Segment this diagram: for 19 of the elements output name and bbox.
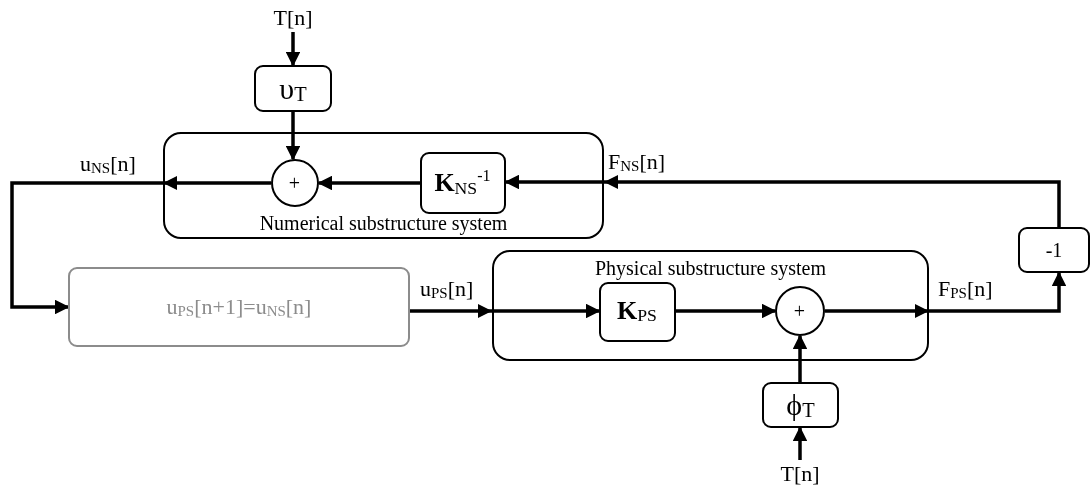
- block-text: ϕ$_{T}$: [786, 388, 815, 422]
- block-box: [1018, 227, 1090, 273]
- block-text: T[n]: [273, 5, 313, 31]
- block-box: [762, 382, 839, 428]
- block-box: [419, 151, 506, 214]
- block-text: υ$_{T}$: [279, 71, 307, 106]
- block-text: -1: [1045, 239, 1063, 261]
- block-box: [598, 281, 676, 342]
- block-text: +: [793, 299, 806, 322]
- block-text: Physical substructure system: [594, 256, 827, 279]
- block-text: u$_{PS}$[n+1]=u$_{NS}$[n]: [166, 294, 312, 320]
- block-text: Numerical substructure system: [259, 212, 508, 237]
- block-text: T[n]: [780, 461, 820, 487]
- block-text: +: [288, 171, 301, 194]
- block-box: [254, 65, 332, 112]
- subsystem-box: [163, 132, 604, 239]
- block-box: [68, 267, 410, 347]
- subsystem-box: [492, 250, 929, 361]
- block-text: K$_{PS}$: [617, 297, 657, 326]
